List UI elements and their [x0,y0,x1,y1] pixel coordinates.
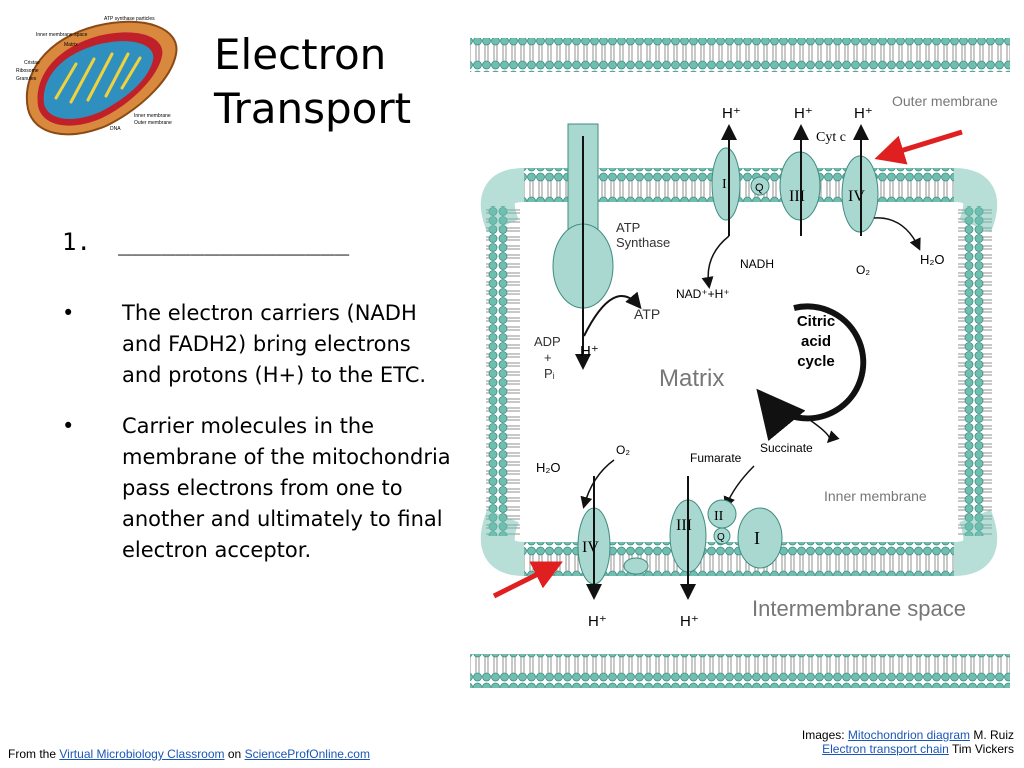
o2-arrow-bottom [580,459,615,509]
mito-label-outer-membrane: Outer membrane [134,120,172,126]
h-plus-top-2: H⁺ [794,105,813,122]
scienceprofonline-link[interactable]: ScienceProfOnline.com [244,747,370,761]
o2-arrow-top [873,217,921,251]
mitochondrion-diagram-link[interactable]: Mitochondrion diagram [847,728,970,742]
inner-membrane-label: Inner membrane [824,488,927,504]
bullet-marker: • [62,414,75,438]
o2-top-label: O₂ [856,263,870,277]
complex-I-top [711,147,741,221]
cyt-c-bottom [623,557,649,575]
complex-III-bottom-label: III [676,517,692,534]
complex-II-bottom-label: II [714,509,724,524]
inner-membrane-left [486,206,520,536]
h-plus-top-3: H⁺ [854,105,873,122]
complex-I-bottom [737,507,783,569]
author-1: M. Ruiz [973,728,1014,742]
bullet-item: • The electron carriers (NADH and FADH2)… [62,298,452,391]
item-blank: ________________ [118,228,350,256]
h-plus-bottom-2: H⁺ [680,613,699,630]
bullet-item: • Carrier molecules in the membrane of t… [62,411,452,566]
footer-credit: From the Virtual Microbiology Classroom … [8,747,370,761]
mitochondrion-drawing [25,20,178,136]
complex-I-bottom-label: I [754,528,760,548]
virtual-microbiology-link[interactable]: Virtual Microbiology Classroom [59,747,225,761]
succinate-label: Succinate [760,441,813,455]
red-arrow-bottom [492,561,563,599]
atp-arrow [583,291,642,337]
cyt-c-label: Cyt c [816,130,846,145]
slide-title: Electron Transport [214,28,411,136]
intermembrane-space-label: Intermembrane space [752,596,966,621]
matrix-label: Matrix [659,365,724,392]
fumarate-arrow [723,465,755,509]
outer-membrane-top [470,38,1010,72]
bullet-text: Carrier molecules in the membrane of the… [122,414,451,562]
footer-mid: on [227,747,242,761]
fumarate-label: Fumarate [690,451,742,465]
q-top-label: Q [755,182,764,194]
q-top [750,176,770,196]
outer-membrane-bottom [470,654,1010,688]
mito-label-top: ATP synthase particles [104,16,155,22]
mito-label-matrix: Matrix [64,42,78,48]
h-plus-top-1: H⁺ [722,105,741,122]
o2-bottom-label: O₂ [616,443,630,457]
mito-label-dna: DNA [110,126,121,132]
q-bottom [713,527,731,545]
outer-membrane-label: Outer membrane [892,93,998,109]
item-number: 1. [62,228,91,256]
complex-IV-bottom-label: IV [582,539,599,556]
inner-membrane-right [958,206,992,536]
complex-IV-top-label: IV [848,188,865,205]
red-arrow-top [874,129,963,165]
image-credits: Images: Mitochondrion diagram M. Ruiz El… [764,728,1014,756]
adp-pi-label: ADP+Pᵢ [534,334,561,381]
inner-membrane-corner [480,168,998,576]
author-2: Tim Vickers [951,742,1014,756]
q-bottom-label: Q [717,532,725,543]
mito-label-inner-space: Inner membrane space [36,32,88,38]
complex-I-top-label: I [722,177,727,192]
title-line-2: Transport [214,84,412,133]
bullet-text: The electron carriers (NADH and FADH2) b… [122,301,427,387]
mito-label-granules: Granules [16,76,37,82]
electron-transport-chain-link[interactable]: Electron transport chain [822,742,949,756]
h2o-top-label: H₂O [920,252,945,267]
bullet-list: • The electron carriers (NADH and FADH2)… [62,298,452,586]
h-plus-bottom-1: H⁺ [588,613,607,630]
h2o-bottom-label: H₂O [536,460,561,475]
nadh-arrow [701,235,730,289]
numbered-item: 1. ________________ [62,228,349,256]
atp-label: ATP [634,306,660,322]
succinate-arrow [803,415,840,444]
complex-III-top-label: III [789,188,805,205]
mito-label-cristae: Cristae [24,60,40,66]
bullet-marker: • [62,301,75,325]
images-prefix: Images: [801,728,845,742]
footer-prefix: From the [8,747,57,761]
nad-label: NAD⁺+H⁺ [676,287,730,301]
mito-label-ribosome: Ribosome [16,68,39,74]
mito-label-inner-membrane: Inner membrane [134,113,171,119]
title-line-1: Electron [214,30,387,79]
mitochondrion-diagram: ATP synthase particles Inner membrane sp… [16,16,178,136]
h-plus-atp: H⁺ [580,343,599,360]
nadh-label: NADH [740,257,774,271]
